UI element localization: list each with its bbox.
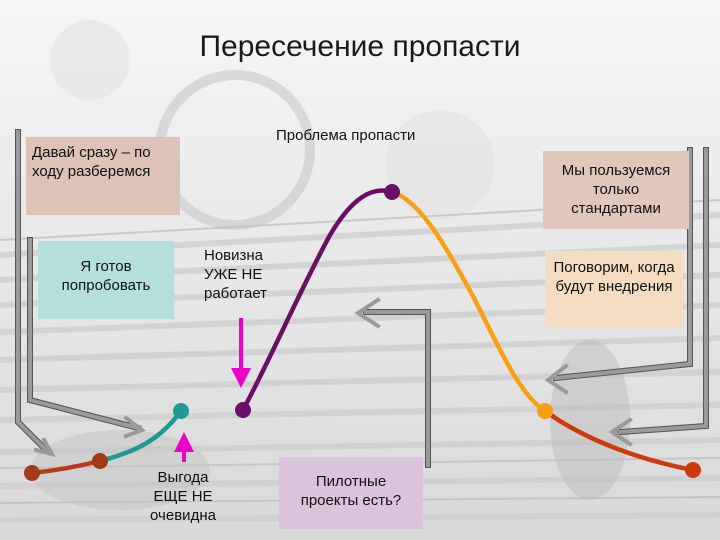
- curve-point-chasm-edge: [235, 402, 251, 418]
- curve-segment-early-adopters: [97, 408, 184, 464]
- box-late-majority: Поговорим, когда будут внедрения: [545, 251, 683, 327]
- curve-points: [24, 184, 701, 481]
- benefit-label: Выгода ЕЩЕ НЕ очевидна: [150, 469, 216, 524]
- adoption-curve: [29, 188, 696, 476]
- arrow-down-novelty: [231, 318, 251, 388]
- box-pilots: Пилотные проекты есть?: [279, 457, 423, 529]
- novelty-label: Новизна УЖЕ НЕ работает: [204, 247, 268, 302]
- curve-point-innovators: [92, 453, 108, 469]
- arrow-up-benefit: [174, 432, 194, 462]
- arrow-pilots: [363, 309, 431, 468]
- box-innovators: Давай сразу – по ходу разберемся: [26, 137, 180, 215]
- curve-point-end: [685, 462, 701, 478]
- curve-segment-early-majority: [240, 188, 395, 413]
- chasm-label: Проблема пропасти: [276, 127, 416, 144]
- box-early-majority: Мы пользуемся только стандартами: [543, 151, 689, 229]
- gray-arrows: [15, 129, 709, 468]
- slide-title: Пересечение пропасти: [199, 30, 521, 63]
- curve-point-late-majority: [537, 403, 553, 419]
- curve-point-start: [24, 465, 40, 481]
- curve-point-early-adopters: [173, 403, 189, 419]
- curve-segment-late-majority: [389, 189, 548, 414]
- curve-segment-laggards: [542, 408, 696, 473]
- curve-segment-innovators: [29, 458, 103, 476]
- highlight-arrows: [174, 318, 251, 462]
- curve-point-peak: [384, 184, 400, 200]
- box-early-adopters: Я готов попробовать: [38, 241, 174, 319]
